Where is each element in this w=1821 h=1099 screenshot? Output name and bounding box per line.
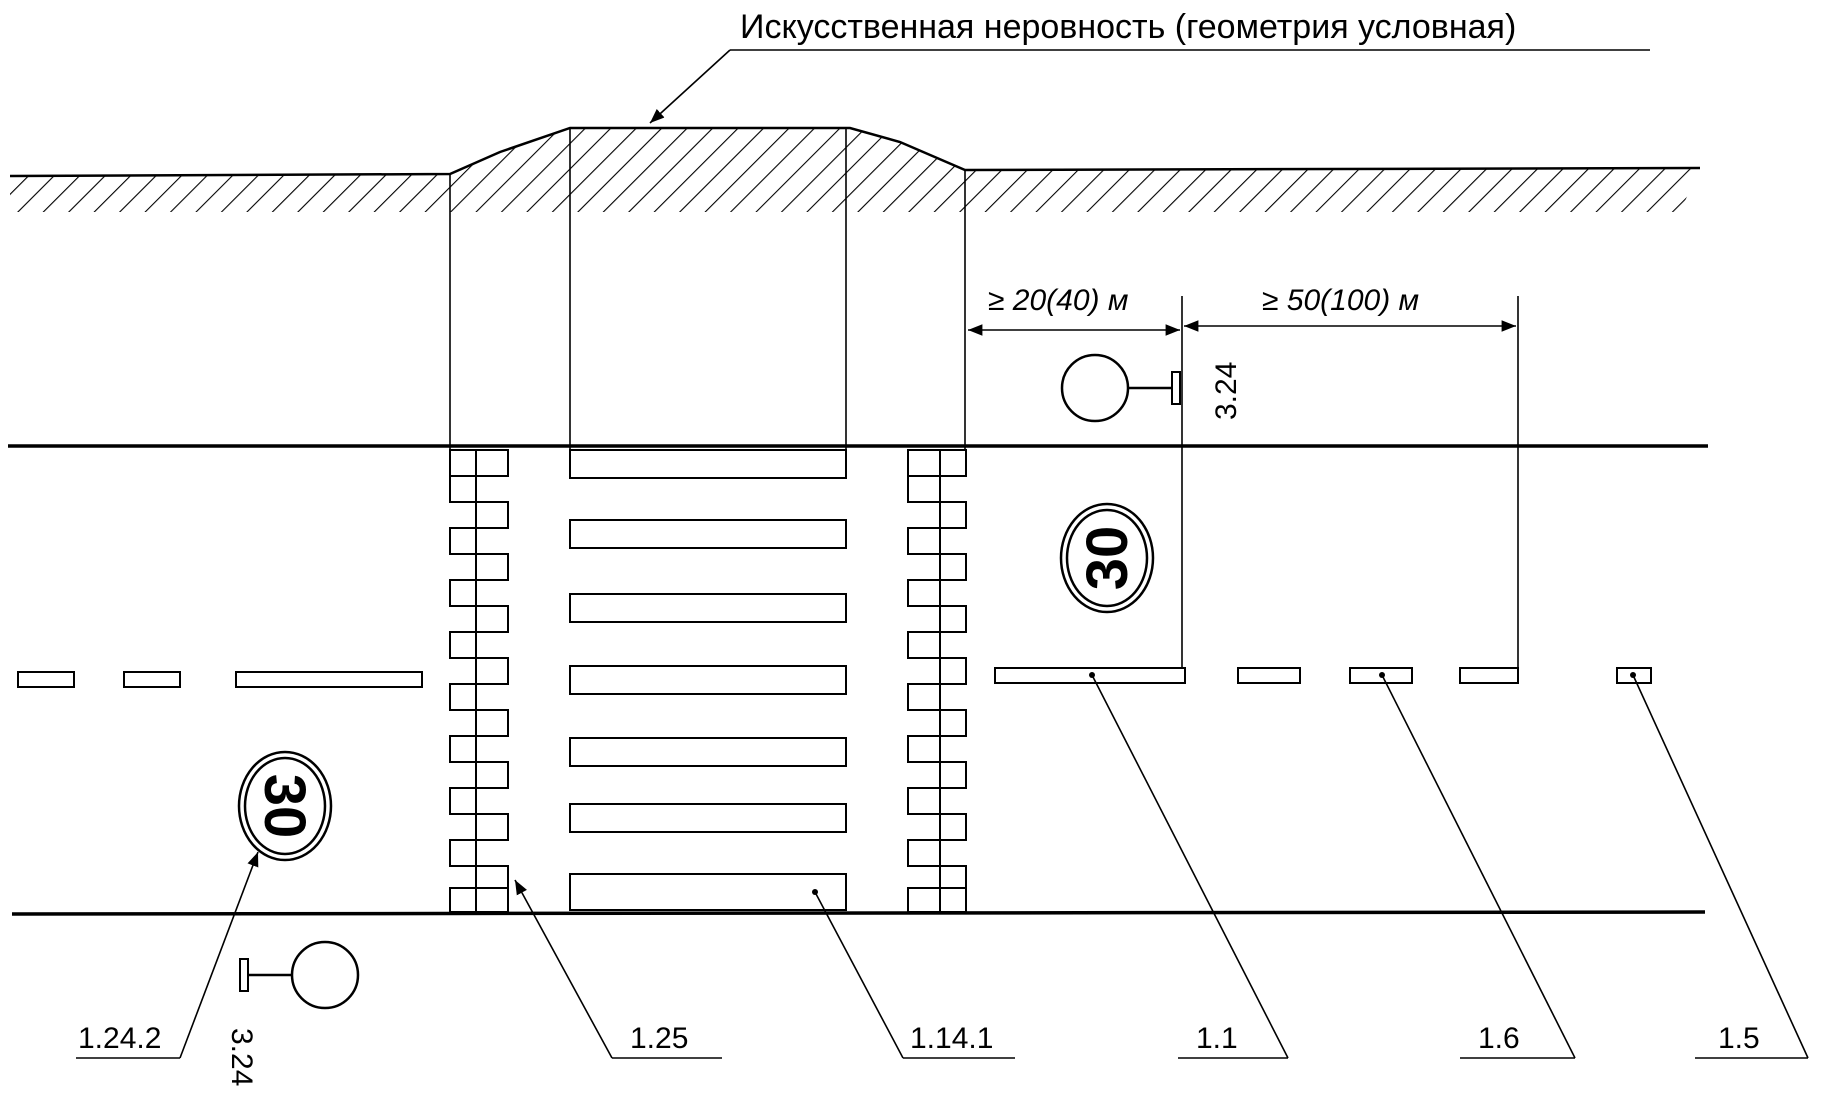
road-edge-bottom: [11, 910, 1706, 916]
sign-circle-icon: [290, 940, 360, 1010]
sign-circle-icon: [1060, 353, 1130, 423]
speed-marking-bottom: 30: [237, 750, 333, 862]
label-1-14-1: 1.14.1: [910, 1022, 993, 1055]
label-1-5: 1.5: [1718, 1022, 1760, 1055]
speed-limit-value-top: 30: [1075, 526, 1140, 591]
label-1-24-2: 1.24.2: [78, 1022, 161, 1055]
crosswalk-1-14-1: [569, 449, 847, 911]
title-leader: [649, 49, 731, 124]
ground-hatch: [10, 128, 1700, 212]
sign-3-24-bottom: 3.24: [225, 940, 360, 1086]
speed-marking-top: 30: [1059, 502, 1155, 614]
sign-3-24-bottom-label: 3.24: [225, 1028, 258, 1086]
checkered-marking-1-25-right: [907, 449, 967, 913]
profile-line: [9, 126, 1701, 178]
marking-dash-1-6: [1237, 667, 1301, 684]
dimension-far-label: ≥ 50(100) м: [1262, 284, 1419, 317]
speed-limit-value-bottom: 30: [252, 774, 317, 839]
projection-lines: [449, 128, 966, 478]
longitudinal-profile: Искусственная неровность (геометрия усло…: [9, 8, 1701, 212]
marking-dash: [123, 671, 181, 688]
marking-solid-1-1-left: [235, 671, 423, 688]
checkered-marking-1-25-left: [449, 449, 509, 913]
lane-markings: [17, 667, 1652, 688]
marking-dash: [17, 671, 75, 688]
label-1-6: 1.6: [1478, 1022, 1520, 1055]
sign-3-24-top-label: 3.24: [1210, 362, 1243, 420]
dimension-near-label: ≥ 20(40) м: [988, 284, 1128, 317]
label-1-1: 1.1: [1196, 1022, 1238, 1055]
label-1-25: 1.25: [630, 1022, 688, 1055]
sign-3-24-top: 3.24: [1060, 353, 1243, 423]
marking-dash-1-6: [1459, 667, 1519, 684]
callouts: 1.24.2 1.25 1.14.1 1.1 1.6 1.5: [76, 672, 1809, 1059]
profile-title: Искусственная неровность (геометрия усло…: [740, 8, 1516, 46]
dimension-lines: ≥ 20(40) м ≥ 50(100) м: [968, 284, 1519, 680]
road: [8, 444, 1708, 916]
